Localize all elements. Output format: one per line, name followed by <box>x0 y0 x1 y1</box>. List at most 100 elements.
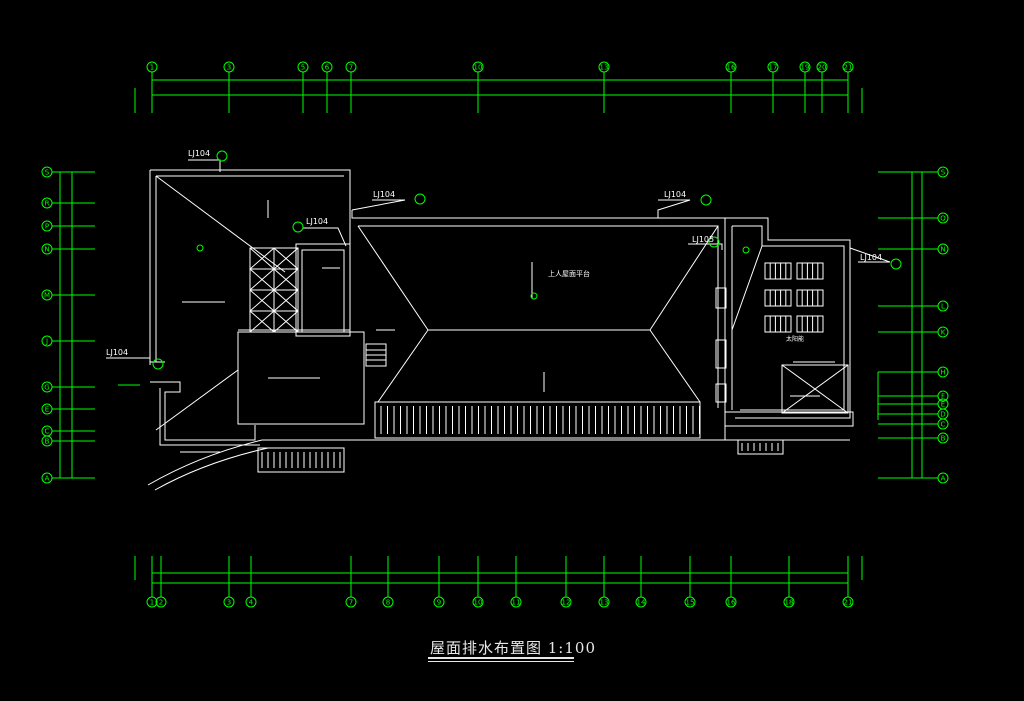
svg-text:G: G <box>44 384 49 392</box>
bottom-axis-12: 12 <box>560 556 572 608</box>
drawing-title: 屋面排水布置图 1:100 <box>430 639 596 657</box>
left-axis-C: C <box>41 425 95 437</box>
left-axis-G: G <box>41 381 95 393</box>
label-lj104-far-right: LJ104 <box>860 253 882 262</box>
svg-text:13: 13 <box>600 64 609 72</box>
right-axis-E: E <box>878 398 949 410</box>
svg-text:L: L <box>941 303 945 311</box>
bottom-axis-9: 9 <box>433 556 445 608</box>
downpipe-markers <box>118 150 902 420</box>
svg-text:H: H <box>940 369 945 377</box>
svg-text:3: 3 <box>227 64 231 72</box>
svg-text:S: S <box>45 169 50 177</box>
right-axis-S: S <box>878 166 949 178</box>
bottom-axis-11: 11 <box>510 556 522 608</box>
right-axis-H: H <box>878 366 949 378</box>
right-axis-C: C <box>878 418 949 430</box>
svg-text:K: K <box>941 329 946 337</box>
left-axis-N: N <box>41 243 95 255</box>
top-axis-6: 6 <box>321 61 333 113</box>
right-axis-L: L <box>878 300 949 312</box>
svg-text:P: P <box>45 223 49 231</box>
svg-text:B: B <box>941 435 946 443</box>
svg-text:Q: Q <box>940 215 946 223</box>
top-axis-3: 3 <box>223 61 235 113</box>
bottom-axis-4: 4 <box>245 556 257 608</box>
svg-text:15: 15 <box>686 599 695 607</box>
label-lj105: LJ105 <box>692 235 714 244</box>
svg-text:21: 21 <box>844 599 853 607</box>
svg-text:B: B <box>45 438 50 446</box>
left-axis-J: J <box>41 335 95 347</box>
right-axis-N: N <box>878 243 949 255</box>
top-axis-5: 5 <box>297 61 309 113</box>
svg-text:M: M <box>44 292 50 300</box>
svg-text:R: R <box>45 200 50 208</box>
svg-text:10: 10 <box>474 599 483 607</box>
svg-text:16: 16 <box>727 64 736 72</box>
drainage-arrows <box>180 200 835 453</box>
right-axis-B: B <box>878 432 949 444</box>
svg-text:17: 17 <box>769 64 778 72</box>
left-axis-B: B <box>41 435 95 447</box>
svg-text:18: 18 <box>785 599 794 607</box>
svg-text:13: 13 <box>600 599 609 607</box>
left-axis-R: R <box>41 197 95 209</box>
title-underline <box>428 657 574 659</box>
bottom-axis-1: 1 <box>146 556 158 608</box>
svg-text:16: 16 <box>727 599 736 607</box>
title-underline-thin <box>428 661 574 662</box>
svg-text:2: 2 <box>159 599 163 607</box>
label-lj104-stair: LJ104 <box>306 217 328 226</box>
label-lj104-right: LJ104 <box>664 190 686 199</box>
bottom-axis-14: 14 <box>635 556 647 608</box>
left-axis-P: P <box>41 220 95 232</box>
top-axis-16: 16 <box>725 61 737 113</box>
svg-text:C: C <box>45 428 50 436</box>
svg-text:F: F <box>941 393 945 401</box>
svg-text:1: 1 <box>150 599 154 607</box>
left-axis-E: E <box>41 403 95 415</box>
svg-text:5: 5 <box>301 64 305 72</box>
label-lj104-center: LJ104 <box>373 190 395 199</box>
bottom-axis-18: 18 <box>783 556 795 608</box>
svg-text:10: 10 <box>474 64 483 72</box>
building-outline <box>147 169 854 491</box>
svg-text:14: 14 <box>637 599 646 607</box>
top-axis-1: 1 <box>146 61 158 113</box>
top-axis-21: 21 <box>842 61 854 113</box>
bottom-axis-3: 3 <box>223 556 235 608</box>
svg-text:N: N <box>940 246 945 254</box>
bottom-axis-8: 8 <box>382 556 394 608</box>
top-axis-20: 20 <box>816 61 828 113</box>
right-axis-Q: Q <box>878 212 949 224</box>
svg-text:A: A <box>45 475 50 483</box>
svg-text:6: 6 <box>325 64 330 72</box>
svg-text:E: E <box>45 406 49 414</box>
label-upper-roof: 上人屋面平台 <box>548 269 590 278</box>
svg-text:11: 11 <box>512 599 521 607</box>
svg-text:19: 19 <box>801 64 810 72</box>
svg-text:4: 4 <box>249 599 254 607</box>
svg-text:21: 21 <box>844 64 853 72</box>
svg-text:D: D <box>940 411 945 419</box>
left-axis-A: A <box>41 472 95 484</box>
label-lj104-top-left: LJ104 <box>188 149 210 158</box>
svg-text:7: 7 <box>349 599 353 607</box>
bottom-axis-13: 13 <box>598 556 610 608</box>
right-axis-F: F <box>878 390 949 402</box>
top-axis-19: 19 <box>799 61 811 113</box>
svg-text:20: 20 <box>818 64 827 72</box>
downpipe-leaders <box>106 159 891 365</box>
svg-text:A: A <box>941 475 946 483</box>
svg-text:8: 8 <box>386 599 390 607</box>
bottom-axis-7: 7 <box>345 556 357 608</box>
top-axis-17: 17 <box>767 61 779 113</box>
left-axis-S: S <box>41 166 95 178</box>
bottom-axis-15: 15 <box>684 556 696 608</box>
svg-text:S: S <box>941 169 946 177</box>
